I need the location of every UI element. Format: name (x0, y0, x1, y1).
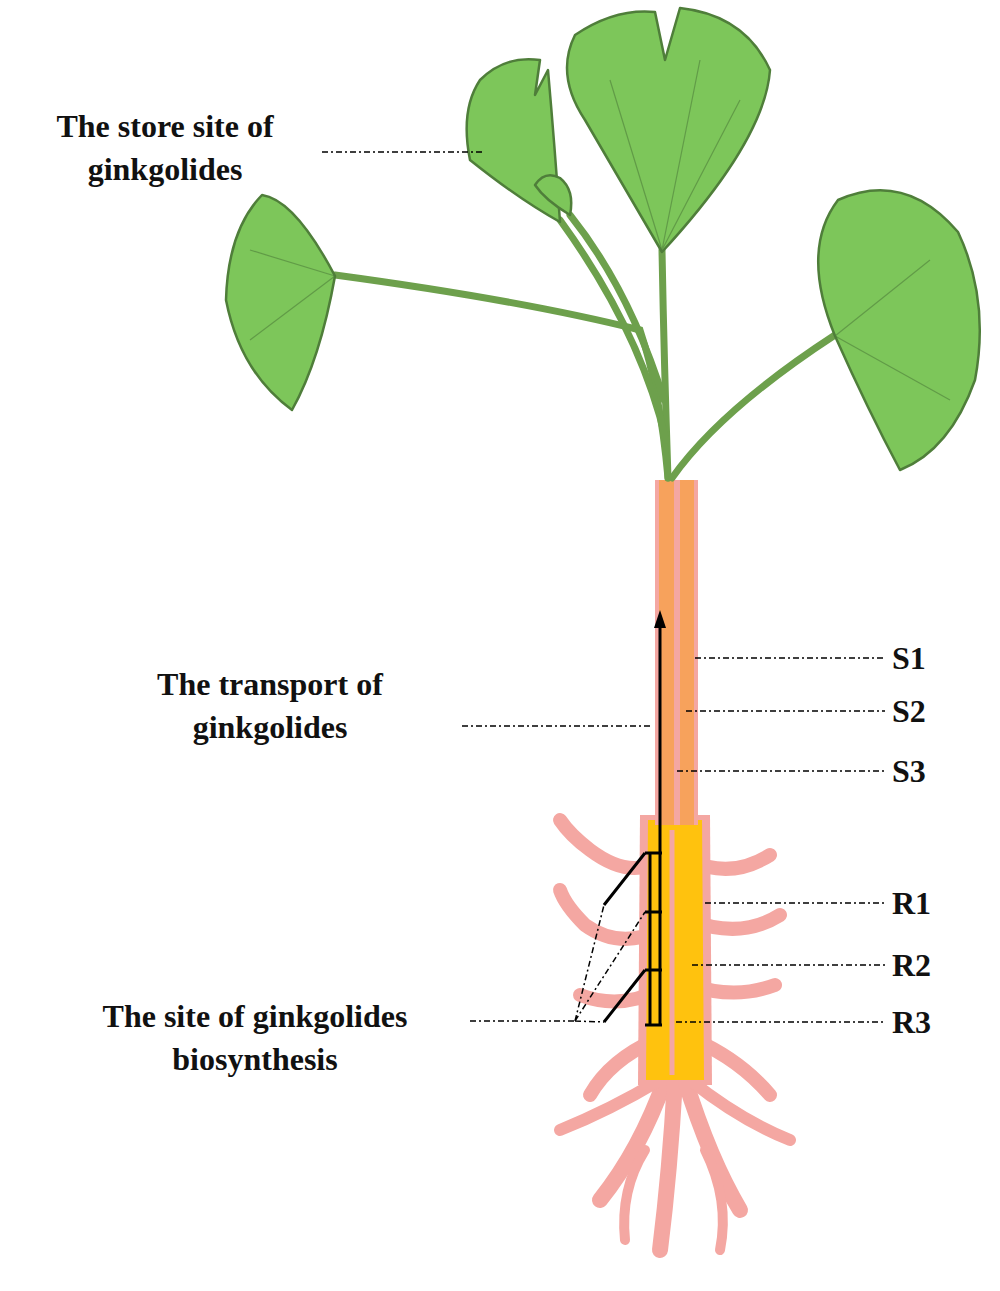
petioles (335, 215, 835, 478)
region-label: The transport of ginkgolides (100, 663, 440, 749)
root-core (646, 820, 704, 1080)
root-core-stripe (670, 830, 675, 1075)
transport-arrow (659, 625, 662, 1025)
callout-label: R2 (892, 944, 931, 987)
region-label: The site of ginkgolides biosynthesis (40, 995, 470, 1081)
biosynthesis-bracket (604, 853, 662, 1025)
root-body (638, 815, 712, 1085)
callout-label: S2 (892, 690, 926, 733)
stem-edge (694, 480, 698, 825)
stem-stripe (674, 480, 680, 825)
leader-lines (322, 152, 885, 1022)
arrow-head (654, 610, 666, 628)
region-label: The store site of ginkgolides (0, 105, 330, 191)
callout-label: R1 (892, 882, 931, 925)
callout-label: S1 (892, 637, 926, 680)
leaf-veins (250, 60, 950, 400)
roots (560, 820, 790, 1250)
callout-label: S3 (892, 750, 926, 793)
leaves (226, 8, 980, 470)
stem-edge (655, 480, 659, 825)
callout-label: R3 (892, 1001, 931, 1044)
